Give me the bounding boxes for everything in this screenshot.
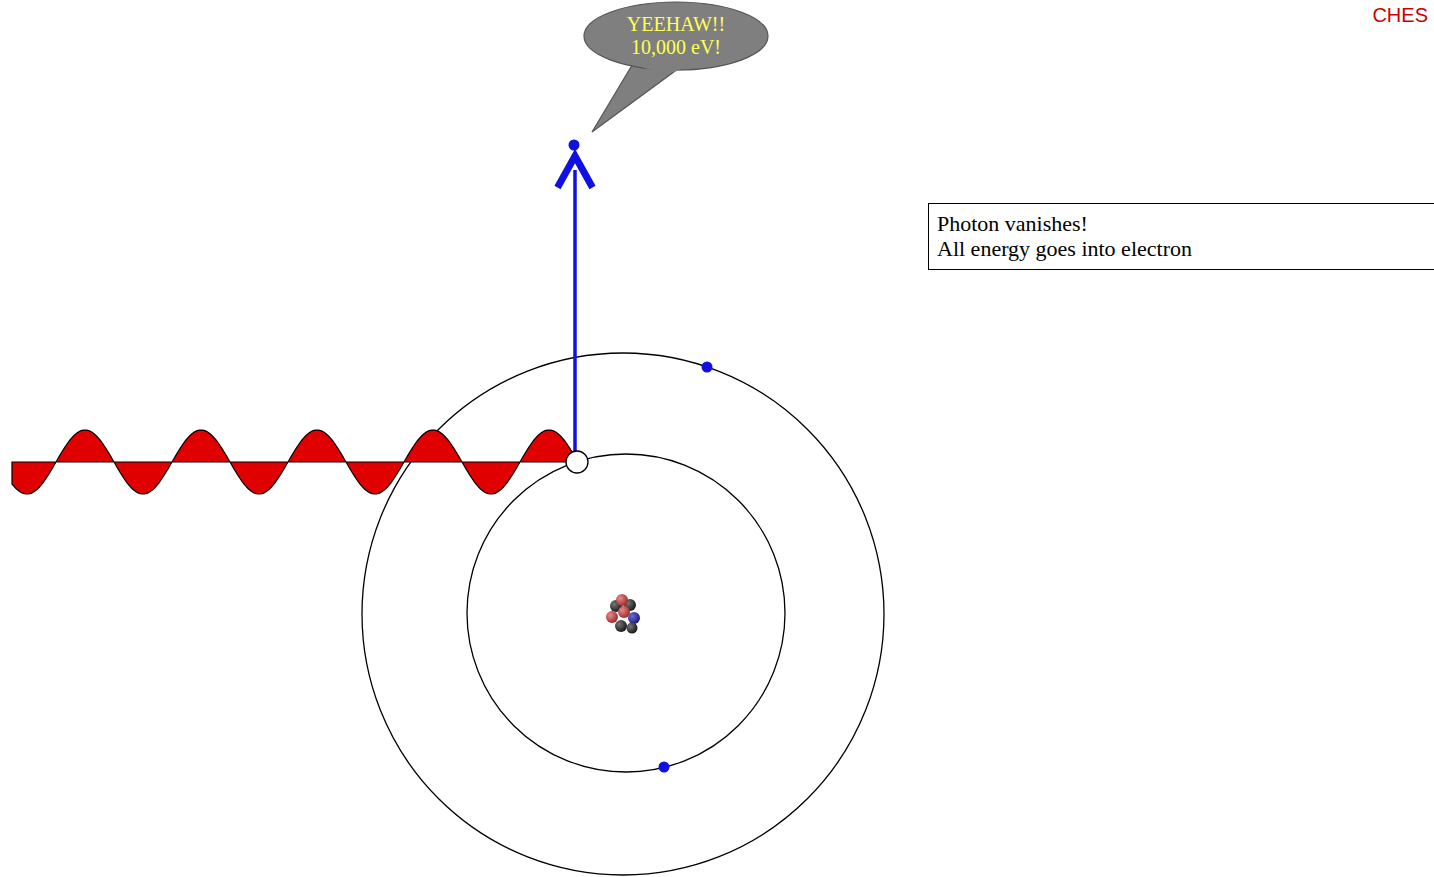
note-text: Photon vanishes! [937, 211, 1426, 236]
electron [702, 362, 713, 373]
bubble-ellipse [584, 2, 768, 70]
bubble-seam [636, 65, 686, 75]
ejected-electron [569, 140, 580, 151]
exclamation-text: YEEHAW!! [627, 13, 725, 36]
header-fragment: CHES [1372, 4, 1428, 26]
nucleus [606, 594, 640, 634]
inner-orbit [467, 454, 785, 772]
electron [659, 762, 670, 773]
note-box: Photon vanishes!All energy goes into ele… [928, 203, 1434, 270]
exclamation-text: 10,000 eV! [631, 36, 721, 59]
outer-orbit [362, 353, 884, 875]
electron-vacancy [566, 451, 588, 473]
photon-wave [12, 430, 575, 494]
ejection-arrow [573, 170, 577, 452]
note-text: All energy goes into electron [937, 236, 1426, 261]
speech-bubble: YEEHAW!!10,000 eV! [583, 1, 769, 71]
